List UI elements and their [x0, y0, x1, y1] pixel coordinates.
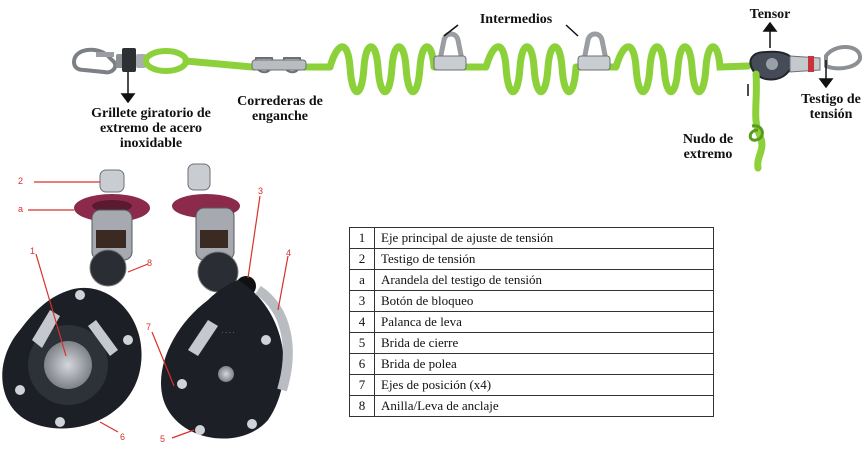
callout-a-front: a	[18, 204, 24, 214]
legend-num: 2	[349, 248, 375, 270]
tensioner-photo-back: · · · ·	[151, 163, 293, 439]
legend-desc: Palanca de leva	[374, 311, 714, 333]
legend-desc: Brida de cierre	[374, 332, 714, 354]
tensioner-photo-front	[2, 169, 150, 433]
legend-num: 3	[349, 290, 375, 312]
legend-desc: Brida de polea	[374, 353, 714, 375]
legend-num: 5	[349, 332, 375, 354]
intermediate-anchor-2	[576, 31, 616, 71]
rope-coil-3	[612, 43, 752, 95]
end-knot	[748, 124, 764, 142]
callout-8-front: 8	[147, 258, 153, 268]
rope-tail	[752, 70, 766, 172]
callout-1-front: 1	[30, 246, 36, 256]
leader-lines	[120, 21, 834, 104]
svg-text:· · · ·: · · · ·	[222, 330, 235, 336]
label-correderas: Correderas de enganche	[237, 94, 323, 124]
callout-2-front: 2	[18, 176, 24, 186]
rope-eye-loop	[143, 48, 189, 74]
legend-desc: Testigo de tensión	[374, 248, 714, 270]
legend-num: 6	[349, 353, 375, 375]
label-grillete: Grillete giratorio de extremo de acero i…	[91, 106, 211, 151]
callout-3-back: 3	[258, 186, 264, 196]
legend-desc: Arandela del testigo de tensión	[374, 269, 714, 291]
left-carabiner	[71, 47, 118, 75]
tensioner-device	[749, 45, 862, 81]
legend-desc: Anilla/Leva de anclaje	[374, 395, 714, 417]
swivel-shackle	[116, 48, 146, 72]
legend-num: 7	[349, 374, 375, 396]
legend-desc: Eje principal de ajuste de tensión	[374, 227, 714, 249]
legend-num: a	[349, 269, 375, 291]
intermediate-anchor-1	[433, 31, 486, 71]
label-tensor: Tensor	[749, 7, 791, 22]
rope-coil-1	[326, 43, 438, 95]
legend-num: 4	[349, 311, 375, 333]
callout-4-back: 4	[286, 248, 292, 258]
rope-coil-2	[482, 43, 580, 95]
callout-5-back: 5	[160, 434, 166, 444]
sliding-hooks	[251, 57, 307, 74]
legend-num: 1	[349, 227, 375, 249]
legend-desc: Ejes de posición (x4)	[374, 374, 714, 396]
label-intermedios: Intermedios	[479, 12, 553, 27]
callout-7-back: 7	[146, 322, 152, 332]
callout-6-front: 6	[120, 432, 126, 442]
label-nudo: Nudo de extremo	[682, 132, 734, 162]
label-testigo: Testigo de tensión	[801, 92, 861, 122]
legend-desc: Botón de bloqueo	[374, 290, 714, 312]
legend-num: 8	[349, 395, 375, 417]
